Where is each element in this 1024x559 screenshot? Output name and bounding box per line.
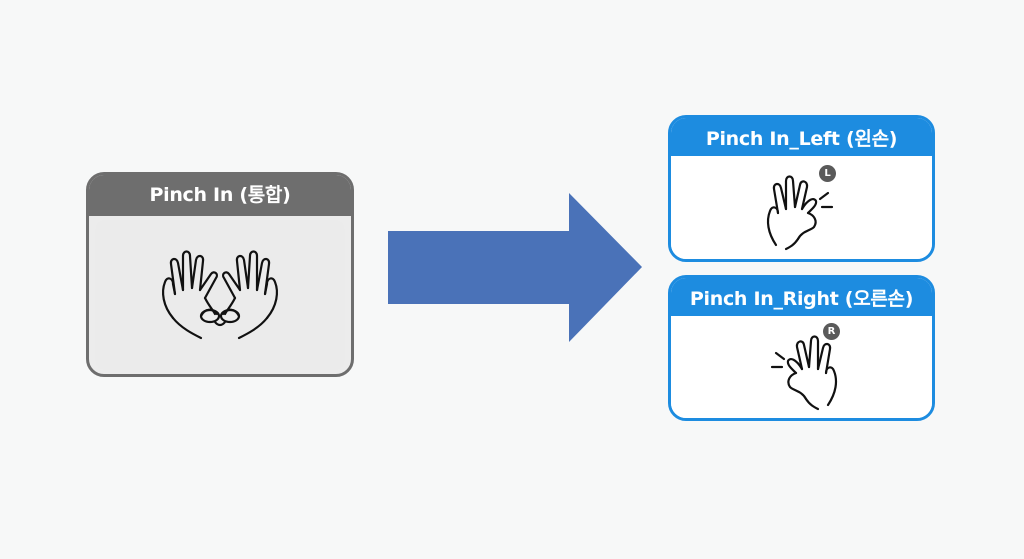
right-arrow-icon [388, 193, 642, 342]
pinch-in-combined-card: Pinch In (통합) [86, 172, 354, 377]
pinch-in-left-card: Pinch In_Left (왼손) L [668, 115, 935, 262]
two-hand-pinch-icon [162, 250, 278, 340]
left-hand-pinch-icon [766, 175, 833, 251]
pinch-in-right-title: Pinch In_Right (오른손) [671, 278, 932, 319]
left-hand-badge: L [819, 165, 836, 182]
pinch-in-combined-body [95, 220, 345, 370]
right-hand-pinch-icon [770, 335, 837, 411]
pinch-in-combined-title: Pinch In (통합) [89, 175, 351, 216]
pinch-in-right-card: Pinch In_Right (오른손) R [668, 275, 935, 421]
right-hand-badge: R [823, 323, 840, 340]
pinch-in-left-body: L [671, 159, 932, 259]
pinch-in-right-body: R [671, 319, 932, 418]
pinch-in-left-title: Pinch In_Left (왼손) [671, 118, 932, 159]
